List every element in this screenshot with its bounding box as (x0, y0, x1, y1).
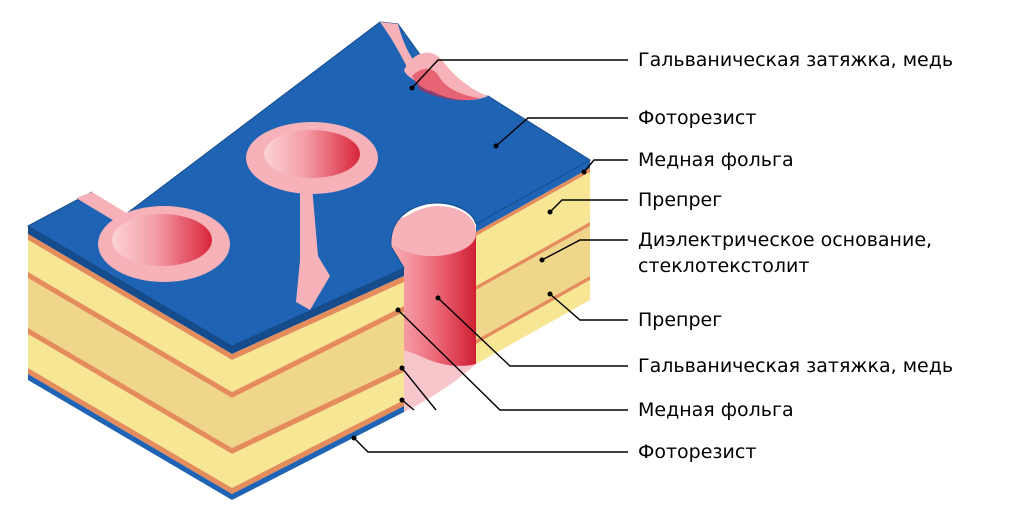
front-prepreg-bottom (28, 334, 232, 488)
label-plating-bottom: Гальваническая затяжка, медь (638, 355, 954, 377)
leader-l4 (549, 199, 628, 213)
label-prepreg-top: Препрег (638, 189, 723, 211)
front-substrate (28, 278, 232, 448)
rfront-substrate (232, 312, 404, 448)
right-prepreg-bottom (476, 280, 590, 364)
notch-shadow (412, 68, 480, 101)
left-trace-notch (76, 192, 128, 222)
rfront-photoresist-bottom (232, 406, 404, 500)
leader-l1 (411, 59, 628, 89)
leader-l5 (541, 239, 628, 261)
front-photoresist-bottom (28, 374, 232, 500)
front-photoresist-top (28, 226, 232, 354)
hole-left (112, 214, 212, 266)
hole-center (264, 130, 360, 178)
label-substrate-line1: Диэлектрическое основание, (638, 229, 933, 251)
front-prepreg-top (28, 240, 232, 392)
label-plating-top: Гальваническая затяжка, медь (638, 49, 954, 71)
leader-l6 (549, 293, 628, 321)
left-front-face (28, 226, 232, 500)
right-front-face (232, 268, 404, 500)
right-copper-mid2 (476, 276, 590, 344)
right-copper-mid1 (476, 222, 590, 290)
leader-l8b (401, 367, 437, 411)
label-copper-foil-bottom: Медная фольга (638, 399, 794, 421)
pad-cut-rim (391, 206, 476, 248)
leader-l3 (583, 159, 628, 173)
rfront-photoresist-top (232, 268, 404, 354)
leader-l8c (401, 399, 415, 411)
leader-l2 (495, 117, 628, 147)
pads (98, 52, 488, 282)
label-photoresist-top: Фоторезист (638, 107, 757, 129)
rfront-copper-mid2 (232, 366, 404, 454)
front-copper-top (28, 234, 232, 360)
leader-dots (351, 85, 587, 441)
front-copper-mid1 (28, 272, 232, 398)
rfront-copper-top (232, 276, 404, 360)
label-copper-foil-top: Медная фольга (638, 149, 794, 171)
right-substrate (476, 226, 590, 340)
trace-to-pad (296, 186, 330, 310)
label-photoresist-bottom: Фоторезист (638, 441, 757, 463)
leader-lines (353, 59, 628, 453)
via-barrel (390, 217, 476, 366)
rfront-prepreg-bottom (232, 372, 404, 488)
front-copper-bottom (28, 368, 232, 494)
right-photoresist-top (476, 160, 590, 232)
rfront-copper-bottom (232, 400, 404, 494)
pad-notch-top (404, 52, 488, 101)
label-substrate-line2: стеклотекстолит (638, 255, 810, 277)
rfront-copper-mid1 (232, 306, 404, 398)
leader-l9 (353, 437, 628, 453)
front-copper-mid2 (28, 328, 232, 454)
leader-l8a (397, 309, 628, 411)
right-copper-top (476, 168, 590, 236)
label-prepreg-bottom: Препрег (638, 309, 723, 331)
rfront-prepreg-top (232, 282, 404, 392)
leader-l7 (437, 297, 628, 367)
